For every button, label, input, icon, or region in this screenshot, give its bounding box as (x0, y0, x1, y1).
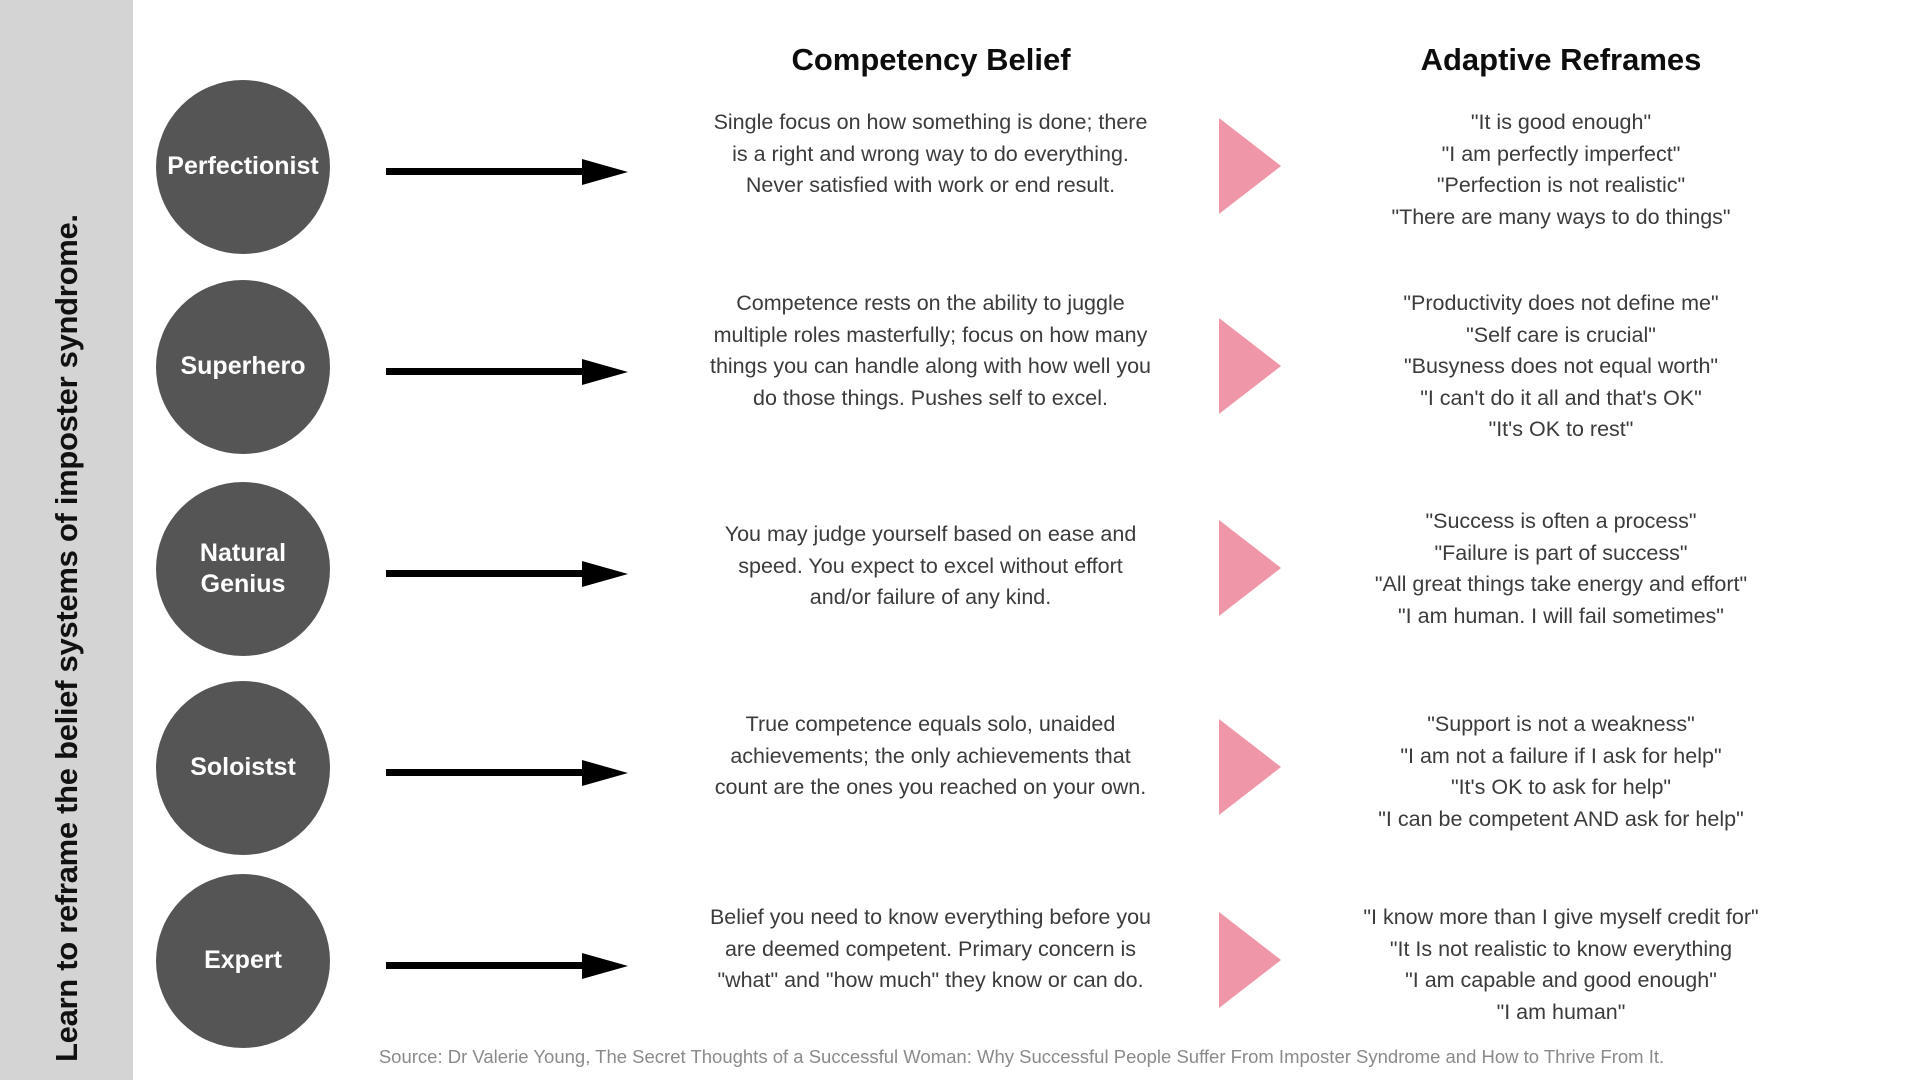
adaptive-reframes-text: "Success is often a process" "Failure is… (1374, 509, 1748, 628)
competency-belief-text: Competence rests on the ability to juggl… (709, 291, 1152, 410)
competency-belief-text: Belief you need to know everything befor… (709, 905, 1152, 993)
diagram-canvas: Competency Belief Adaptive Reframes Perf… (133, 0, 1920, 1080)
competency-belief-text: Single focus on how something is done; t… (713, 110, 1148, 198)
adaptive-reframes-text: "It is good enough" "I am perfectly impe… (1391, 110, 1731, 229)
imposter-type-label: Soloistst (190, 753, 296, 782)
adaptive-reframes-text: "Support is not a weakness" "I am not a … (1378, 712, 1744, 831)
diagram-row: Superhero Competence rests on the abilit… (133, 280, 1920, 454)
diagram-row: Natural Genius You may judge yourself ba… (133, 482, 1920, 656)
imposter-type-circle[interactable]: Natural Genius (156, 482, 330, 656)
source-citation: Source: Dr Valerie Young, The Secret Tho… (378, 1046, 1665, 1067)
arrow-right-icon (386, 359, 628, 385)
arrow-right-icon (386, 159, 628, 185)
arrow-right-icon (386, 953, 628, 979)
side-title-band: Learn to reframe the belief systems of i… (0, 0, 133, 1080)
imposter-type-label: Natural Genius (199, 538, 287, 598)
triangle-right-icon (1219, 318, 1281, 414)
imposter-type-circle[interactable]: Soloistst (156, 681, 330, 855)
triangle-right-icon (1219, 719, 1281, 815)
imposter-type-circle[interactable]: Superhero (156, 280, 330, 454)
diagram-row: Soloistst True competence equals solo, u… (133, 681, 1920, 855)
arrow-right-icon (386, 760, 628, 786)
imposter-type-label: Superhero (180, 352, 306, 381)
column-header-adaptive-reframes: Adaptive Reframes (1420, 42, 1702, 77)
adaptive-reframes-text: "Productivity does not define me" "Self … (1403, 291, 1719, 442)
page-title: Learn to reframe the belief systems of i… (48, 214, 84, 1062)
triangle-right-icon (1219, 118, 1281, 214)
diagram-row: Perfectionist Single focus on how someth… (133, 80, 1920, 254)
diagram-row: Expert Belief you need to know everythin… (133, 874, 1920, 1048)
competency-belief-text: You may judge yourself based on ease and… (724, 522, 1137, 610)
triangle-right-icon (1219, 912, 1281, 1008)
column-header-competency-belief: Competency Belief (791, 42, 1071, 77)
imposter-type-circle[interactable]: Expert (156, 874, 330, 1048)
imposter-type-label: Perfectionist (167, 152, 319, 181)
imposter-type-circle[interactable]: Perfectionist (156, 80, 330, 254)
competency-belief-text: True competence equals solo, unaided ach… (714, 712, 1147, 800)
arrow-right-icon (386, 561, 628, 587)
imposter-type-label: Expert (204, 946, 282, 975)
triangle-right-icon (1219, 520, 1281, 616)
adaptive-reframes-text: "I know more than I give myself credit f… (1363, 905, 1759, 1024)
